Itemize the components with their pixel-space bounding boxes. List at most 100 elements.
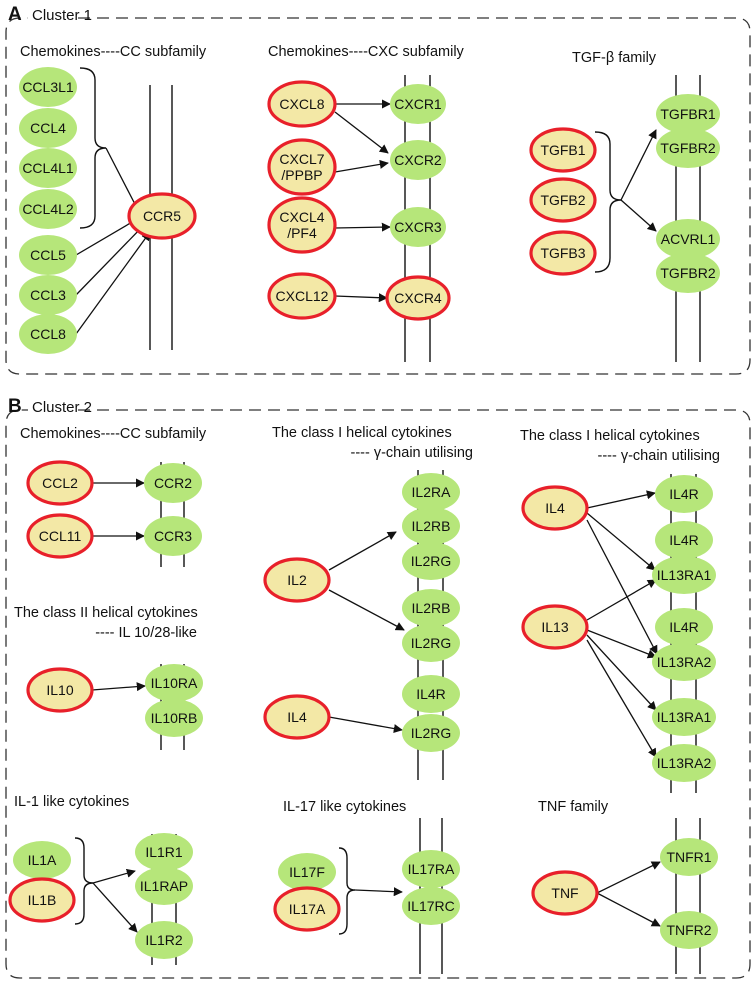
ligand-group-bracket-2 [74, 837, 94, 925]
node-shape [655, 475, 713, 513]
node-shape [656, 219, 720, 259]
node-shape [273, 886, 341, 932]
group-title-b-class1b: The class I helical cytokines [520, 428, 700, 444]
node-il10ra: IL10RA [145, 664, 203, 702]
interaction-arrow-10 [620, 199, 657, 232]
node-shape [402, 850, 460, 888]
node-label: CCL4L1 [22, 160, 74, 176]
node-label: CCR2 [154, 475, 192, 491]
node-ccr3: CCR3 [144, 516, 202, 556]
node-il4r3: IL4R [655, 608, 713, 646]
node-label: IL13 [541, 619, 568, 635]
node-tgfb1: TGFB1 [529, 127, 597, 173]
node-il1r2: IL1R2 [135, 921, 193, 959]
interaction-arrow-22 [586, 634, 657, 711]
node-cxcr4: CXCR4 [385, 275, 451, 321]
group-subtitle-b-class1b: ---- γ-chain utilising [598, 448, 720, 464]
node-tnfr1: TNFR1 [660, 838, 718, 876]
node-label: IL10 [46, 682, 73, 698]
node-il13ra2b: IL13RA2 [652, 744, 716, 782]
node-shape [390, 140, 446, 180]
node-shape [652, 643, 716, 681]
group-title-a-cc: Chemokines----CC subfamily [20, 44, 207, 60]
node-ccl11: CCL11 [26, 513, 94, 559]
node-shape [656, 128, 720, 168]
interaction-arrow-14 [328, 531, 397, 571]
node-label: TNFR1 [666, 849, 711, 865]
node-label: IL17F [289, 864, 325, 880]
ligand-group-bracket-0 [79, 67, 107, 229]
node-il1rap: IL1RAP [135, 867, 193, 905]
node-shape [19, 189, 77, 229]
node-il2: IL2 [263, 557, 331, 603]
node-il13: IL13 [521, 604, 589, 650]
node-shape [267, 196, 337, 254]
node-shape [529, 230, 597, 276]
panel-a-title: Cluster 1 [32, 7, 92, 24]
group-title-b-class1a: The class I helical cytokines [272, 425, 452, 441]
node-shape [402, 714, 460, 752]
node-tnf: TNF [531, 870, 599, 916]
node-label: CXCR2 [394, 152, 442, 168]
node-il2rg2: IL2RG [402, 624, 460, 662]
node-label: CCL3 [30, 287, 66, 303]
node-shape [267, 272, 337, 320]
node-shape [660, 838, 718, 876]
node-il17rc: IL17RC [402, 887, 460, 925]
node-shape [19, 148, 77, 188]
node-label: IL2RB [412, 600, 451, 616]
node-shape [655, 521, 713, 559]
node-label: IL4 [545, 500, 565, 516]
node-label: CCL5 [30, 247, 66, 263]
node-cxcr3: CXCR3 [390, 207, 446, 247]
interaction-arrow-18 [586, 512, 656, 571]
node-cxcr2: CXCR2 [390, 140, 446, 180]
group-title-a-cxc: Chemokines----CXC subfamily [268, 44, 465, 60]
node-shape [402, 887, 460, 925]
node-il1a: IL1A [13, 841, 71, 879]
node-label: CXCR1 [394, 96, 442, 112]
interaction-arrow-23 [586, 639, 657, 758]
group-title-b-tnf: TNF family [538, 799, 609, 815]
node-ccl3: CCL3 [19, 275, 77, 315]
group-title-b-il17: IL-17 like cytokines [283, 799, 406, 815]
node-shape [652, 556, 716, 594]
node-label: IL2RA [412, 484, 452, 500]
node-il4r: IL4 [521, 485, 589, 531]
node-label: IL2RG [411, 725, 451, 741]
node-label: IL17RA [408, 861, 455, 877]
node-shape [402, 507, 460, 545]
node-label: TGFBR1 [660, 106, 715, 122]
node-ccl5: CCL5 [19, 235, 77, 275]
node-il4r1: IL4R [655, 475, 713, 513]
node-label: IL4R [669, 486, 699, 502]
node-ccl2: CCL2 [26, 460, 94, 506]
node-label: CXCR3 [394, 219, 442, 235]
interaction-arrow-15 [328, 589, 405, 631]
node-shape [652, 744, 716, 782]
node-label: CXCL4 [279, 209, 324, 225]
node-shape [390, 84, 446, 124]
node-label: IL1R1 [145, 844, 183, 860]
node-label: /PPBP [281, 167, 322, 183]
interaction-arrow-0 [105, 147, 140, 213]
node-shape [135, 921, 193, 959]
node-label: CCR3 [154, 528, 192, 544]
node-tgfbr2a: TGFBR2 [656, 128, 720, 168]
node-il17ra: IL17RA [402, 850, 460, 888]
interaction-arrow-20 [586, 579, 657, 621]
interaction-arrow-9 [620, 129, 657, 201]
node-label: CCL4 [30, 120, 66, 136]
node-label: IL1B [28, 892, 57, 908]
node-shape [135, 833, 193, 871]
node-shape [145, 699, 203, 737]
node-cxcl4: CXCL4/PF4 [267, 196, 337, 254]
group-title-a-tgf: TGF-β family [572, 50, 657, 66]
node-shape [529, 177, 597, 223]
interaction-arrow-19 [586, 519, 658, 655]
node-label: IL2 [287, 572, 307, 588]
node-label: /PF4 [287, 225, 317, 241]
node-label: IL13RA2 [657, 654, 712, 670]
node-label: CCR5 [143, 208, 181, 224]
node-label: CCL8 [30, 326, 66, 342]
